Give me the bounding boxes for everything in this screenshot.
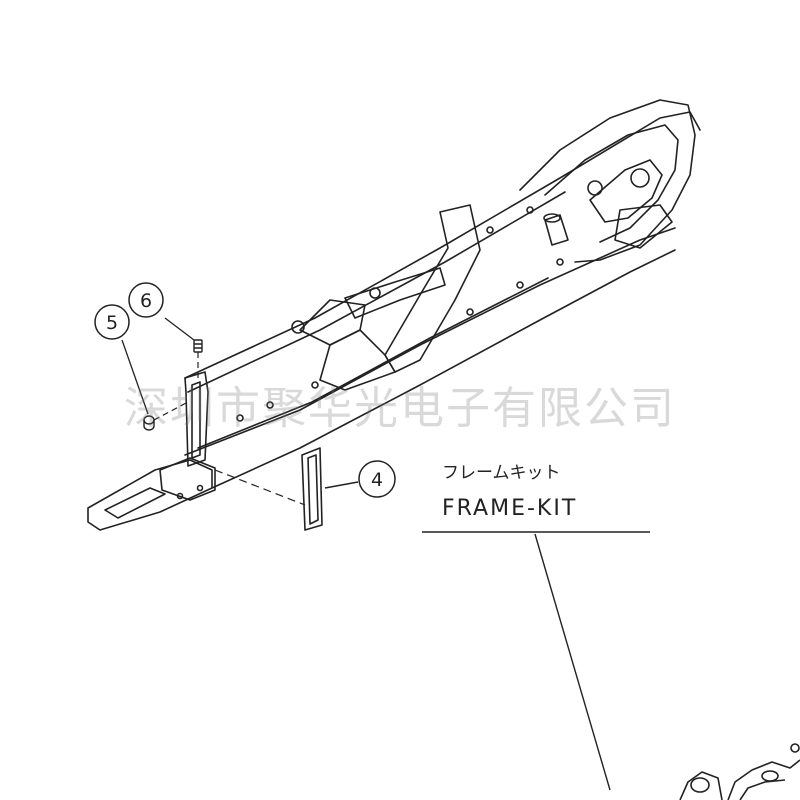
frame-front-block <box>159 457 216 501</box>
frame-front-upright <box>184 371 209 467</box>
callout-6: 6 <box>128 282 164 318</box>
rail-hole <box>311 381 319 389</box>
rail-hole <box>526 206 534 214</box>
part-4-plate <box>301 447 323 531</box>
frame-assembly-drawing <box>87 99 701 531</box>
frame-mid-knob-2 <box>369 287 381 299</box>
callout-5-label: 5 <box>106 312 118 334</box>
frame-rail-inner <box>197 277 549 449</box>
rail-hole <box>176 492 184 500</box>
frame-rear-pivot-2 <box>587 180 603 196</box>
frame-mid-link <box>319 329 396 391</box>
callout-4: 4 <box>358 460 396 498</box>
frame-front-tip <box>87 459 213 531</box>
callout-5: 5 <box>94 304 130 340</box>
frame-rear-pivot <box>630 168 650 188</box>
frame-rear-bracket <box>614 204 673 249</box>
frame-rail-upper <box>184 111 701 379</box>
kit-name-jp: フレームキット <box>442 463 561 483</box>
rail-hole <box>556 258 564 266</box>
frame-rail-front <box>187 191 566 393</box>
rail-hole <box>236 414 244 422</box>
frame-bottom-edge <box>211 249 676 489</box>
frame-cylinder-cap <box>543 213 561 223</box>
frame-front-slot <box>104 487 166 519</box>
part-4-dashed-leader <box>214 469 306 506</box>
frame-front-upright-inner <box>191 381 201 459</box>
frame-mid-knob <box>291 320 305 334</box>
rail-hole <box>486 226 494 234</box>
partial-assembly-corner <box>679 743 800 800</box>
frame-strut-arm <box>344 267 446 319</box>
frame-rear-loop-outer <box>519 99 696 263</box>
kit-name-en: FRAME-KIT <box>442 496 577 521</box>
frame-rear-window <box>589 159 663 223</box>
part-5-leader <box>121 339 149 415</box>
kit-leader <box>534 533 611 791</box>
part-5-pin <box>143 415 155 431</box>
callout-6-label: 6 <box>140 290 152 312</box>
frame-rear-loop-inner <box>544 124 679 243</box>
callout-4-label: 4 <box>371 469 383 491</box>
rail-hole <box>466 308 474 316</box>
part-6-leader <box>164 317 195 341</box>
frame-mid-lever <box>299 299 366 346</box>
frame-diagonal-strut <box>384 204 481 373</box>
part-4-leader <box>324 481 359 489</box>
rail-hole <box>516 281 524 289</box>
rail-hole <box>196 484 204 492</box>
frame-cylinder <box>544 214 569 246</box>
rail-hole <box>266 401 274 409</box>
part-5-dashed-leader <box>153 401 189 421</box>
part-6-screw <box>193 339 203 353</box>
